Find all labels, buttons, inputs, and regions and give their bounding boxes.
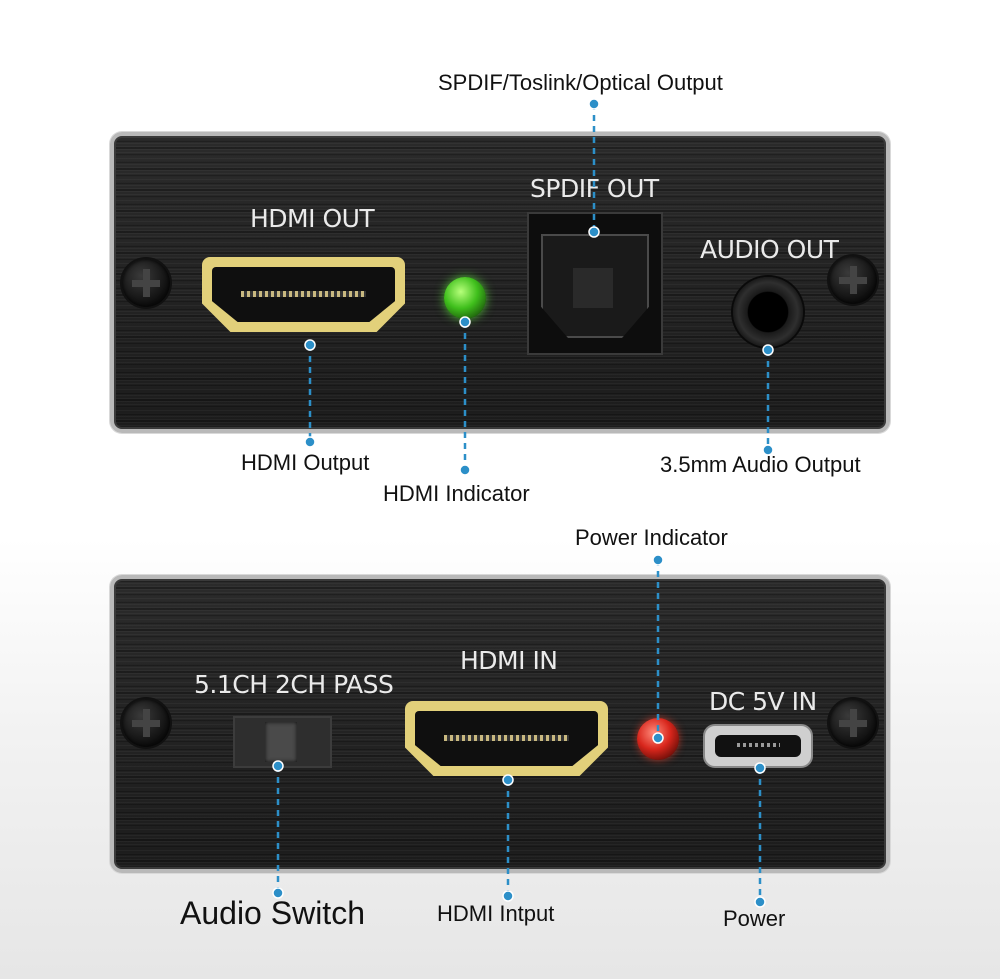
spdif-callout: SPDIF/Toslink/Optical Output bbox=[438, 70, 723, 95]
audio-out-label: AUDIO OUT bbox=[700, 235, 839, 264]
hdmi-indicator-callout: HDMI Indicator bbox=[383, 481, 530, 506]
screw-icon bbox=[829, 256, 877, 304]
hdmi-out-port bbox=[202, 257, 405, 332]
dc-power-port bbox=[703, 724, 813, 768]
hdmi-in-port bbox=[405, 701, 608, 776]
spdif-optical-port bbox=[527, 212, 663, 355]
hdmi-out-label: HDMI OUT bbox=[250, 204, 375, 233]
audio-output-callout: 3.5mm Audio Output bbox=[660, 452, 861, 477]
power-indicator-led bbox=[637, 718, 679, 760]
audio-jack-port bbox=[733, 277, 803, 347]
screw-icon bbox=[122, 259, 170, 307]
dc-in-label: DC 5V IN bbox=[709, 687, 817, 716]
hdmi-indicator-led bbox=[444, 277, 486, 319]
hdmi-in-label: HDMI IN bbox=[460, 646, 558, 675]
switch-label: 5.1CH 2CH PASS bbox=[194, 670, 394, 699]
audio-switch bbox=[233, 716, 332, 768]
screw-icon bbox=[122, 699, 170, 747]
hdmi-output-callout: HDMI Output bbox=[241, 450, 370, 475]
audio-switch-callout: Audio Switch bbox=[180, 895, 365, 931]
power-indicator-callout: Power Indicator bbox=[575, 525, 728, 550]
screw-icon bbox=[829, 699, 877, 747]
spdif-out-label: SPDIF OUT bbox=[530, 174, 659, 203]
power-callout: Power bbox=[723, 906, 786, 931]
hdmi-input-callout: HDMI Intput bbox=[437, 901, 555, 926]
